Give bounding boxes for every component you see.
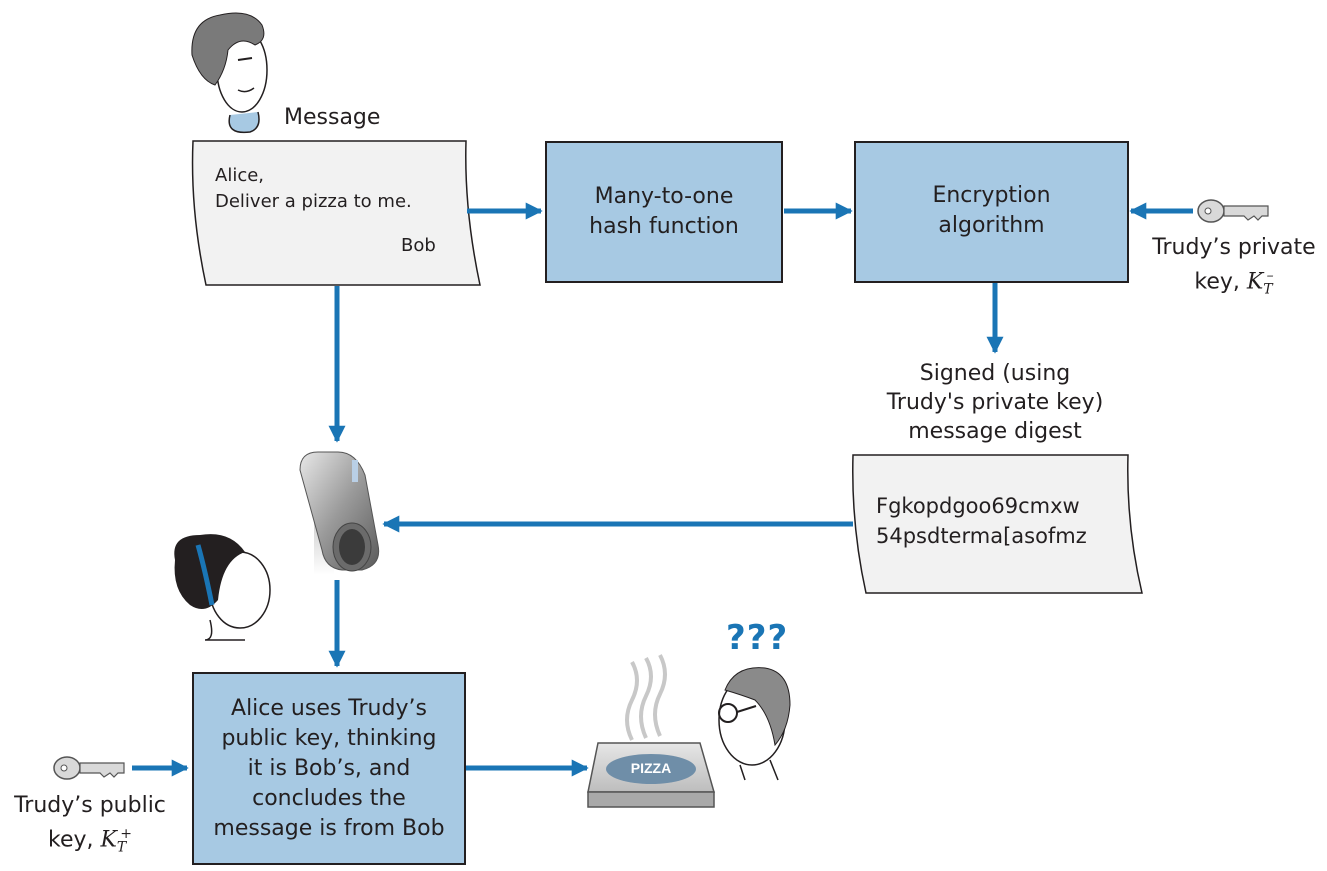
public-key-label-line2: key, KT+ (2, 820, 178, 863)
private-key-label: Trudy’s private key, KT– (1144, 233, 1324, 305)
encryption-box-line1: Encryption (932, 183, 1051, 208)
public-key-label-line1: Trudy’s public (14, 793, 166, 818)
public-key-icon (53, 756, 125, 780)
signed-label-line1: Signed (using (919, 361, 1071, 386)
alice-face-icon (174, 534, 271, 641)
encryption-algorithm-box: Encryption algorithm (854, 141, 1129, 283)
pizza-box-icon (587, 654, 715, 808)
hash-function-box: Many-to-one hash function (545, 141, 783, 283)
bob-face-icon (718, 667, 791, 781)
steam-icon (625, 654, 667, 741)
alice-box-line1: Alice uses Trudy’s (231, 695, 427, 721)
signed-label-line3: message digest (908, 419, 1082, 444)
private-key-sub: T (1263, 281, 1273, 298)
private-key-sup: – (1266, 268, 1274, 284)
alice-box-line3: it is Bob’s, and (247, 755, 411, 781)
signed-digest-label: Signed (using Trudy's private key) messa… (860, 359, 1130, 446)
trudy-face-icon (191, 12, 268, 134)
private-key-symbol: K (1246, 269, 1264, 295)
encryption-box-line2: algorithm (938, 213, 1045, 238)
hash-box-line2: hash function (589, 214, 739, 239)
public-key-label: Trudy’s public key, KT+ (2, 791, 178, 863)
signed-label-line2: Trudy's private key) (886, 390, 1104, 415)
alice-box-line4: concludes the (252, 785, 406, 811)
private-key-icon (1197, 199, 1269, 223)
public-key-sub: T (116, 839, 127, 856)
public-key-sup: + (120, 826, 132, 842)
mailbox-icon (299, 451, 380, 575)
digest-line2: 54psdterma[asofmz (876, 524, 1087, 548)
alice-conclusion-box: Alice uses Trudy’s public key, thinking … (192, 672, 466, 865)
message-line-body: Deliver a pizza to me. (215, 191, 412, 212)
alice-box-line5: message is from Bob (213, 815, 445, 841)
message-line-greeting: Alice, (215, 165, 265, 186)
hash-box-line1: Many-to-one (594, 184, 734, 209)
digest-paper (852, 454, 1143, 594)
private-key-label-line2: key, KT– (1144, 262, 1324, 305)
digest-line1: Fgkopdgoo69cmxw (876, 494, 1080, 518)
pizza-label: PIZZA (630, 760, 672, 776)
public-key-prefix: key, (47, 827, 101, 853)
private-key-label-line1: Trudy’s private (1152, 235, 1316, 260)
message-heading: Message (284, 105, 381, 130)
alice-box-line2: public key, thinking (221, 725, 437, 751)
private-key-prefix: key, (1194, 269, 1247, 295)
flow-arrows (132, 202, 1193, 777)
message-signature: Bob (401, 235, 436, 256)
public-key-symbol: K (100, 827, 117, 853)
message-paper (191, 140, 481, 286)
confusion-marks: ??? (726, 618, 789, 658)
